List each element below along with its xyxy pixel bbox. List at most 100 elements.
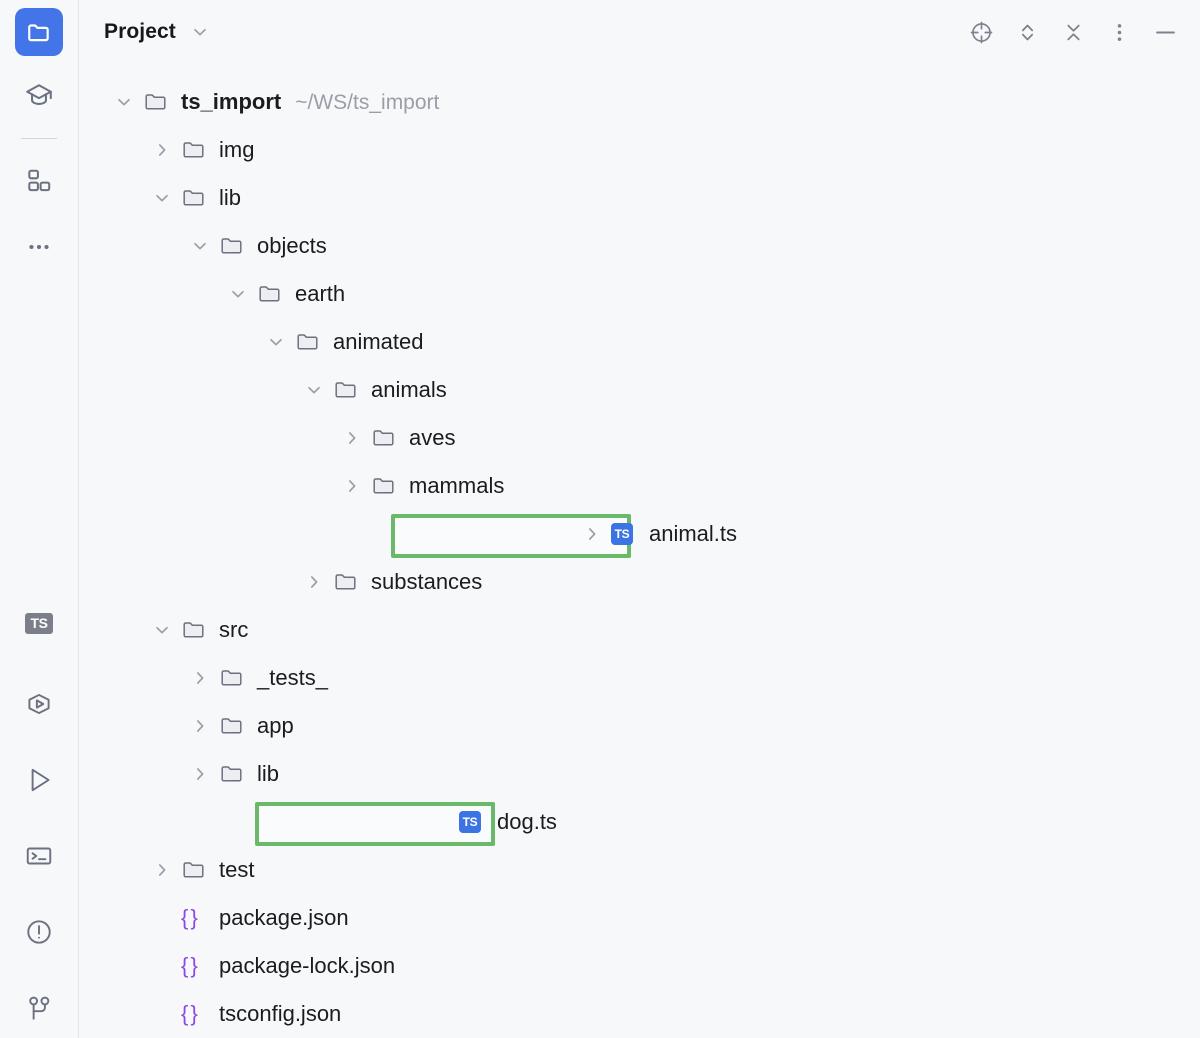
graduation-cap-icon <box>26 84 52 105</box>
tree-row-label: app <box>257 713 294 738</box>
sidebar-item-more-tool-windows[interactable] <box>15 223 63 271</box>
folder-icon-slot <box>181 137 211 163</box>
expand-collapse-button[interactable] <box>1010 15 1044 49</box>
play-icon <box>31 768 50 792</box>
tree-row[interactable]: substances <box>79 558 1200 606</box>
folder-icon-slot <box>371 425 401 451</box>
tree-row[interactable]: { } package.json <box>79 894 1200 942</box>
folder-icon-slot <box>219 713 249 739</box>
folder-icon-slot <box>181 185 211 211</box>
tree-row[interactable]: earth <box>79 270 1200 318</box>
expander-toggle[interactable] <box>333 477 371 495</box>
folder-icon <box>373 430 394 446</box>
tree-row[interactable]: objects <box>79 222 1200 270</box>
chevron-up-down-icon <box>1021 24 1033 40</box>
tree-row[interactable]: aves <box>79 414 1200 462</box>
tree-row[interactable]: lib <box>79 750 1200 798</box>
tree-row[interactable]: lib <box>79 174 1200 222</box>
highlight-box <box>255 802 495 846</box>
tree-row-label: ts_import <box>181 89 282 114</box>
chevron-right-icon <box>348 480 356 492</box>
tree-row[interactable]: TS dog.ts <box>79 798 1200 846</box>
crosshair-target-icon <box>970 21 992 43</box>
panel-toolbar <box>964 15 1182 49</box>
collapse-all-button[interactable] <box>1056 15 1090 49</box>
chevron-down-icon[interactable] <box>187 19 213 45</box>
folder-icon <box>335 574 356 590</box>
sidebar-item-typescript[interactable]: TS <box>15 599 63 647</box>
tree-row[interactable]: ts_import~/WS/ts_import <box>79 78 1200 126</box>
json-braces-icon: { } <box>181 953 198 978</box>
expander-toggle[interactable] <box>143 189 181 207</box>
expander-toggle[interactable] <box>181 669 219 687</box>
expander-toggle[interactable] <box>143 861 181 879</box>
expander-toggle[interactable] <box>295 573 333 591</box>
tree-row[interactable]: animated <box>79 318 1200 366</box>
select-opened-file-button[interactable] <box>964 15 998 49</box>
json-file-icon: { } <box>181 1003 211 1025</box>
folder-icon <box>259 286 280 302</box>
activity-bar: TS <box>0 0 79 1038</box>
tree-row[interactable]: test <box>79 846 1200 894</box>
sidebar-item-project[interactable] <box>15 8 63 56</box>
sidebar-item-learn[interactable] <box>15 72 63 120</box>
tree-row[interactable]: { } tsconfig.json <box>79 990 1200 1038</box>
folder-icon <box>335 382 356 398</box>
folder-icon <box>221 670 242 686</box>
sidebar-item-run-configurations[interactable] <box>15 680 63 728</box>
folder-icon-slot <box>219 761 249 787</box>
tree-row[interactable]: src <box>79 606 1200 654</box>
expander-toggle[interactable] <box>257 333 295 351</box>
expander-toggle[interactable] <box>181 765 219 783</box>
sidebar-item-structure[interactable] <box>15 157 63 205</box>
tree-row-label: dog.ts <box>497 809 557 834</box>
highlight-box <box>391 514 631 558</box>
tree-row-label: package.json <box>219 905 349 930</box>
expander-toggle[interactable] <box>105 93 143 111</box>
ts-badge-icon: TS <box>459 811 481 833</box>
tree-row[interactable]: mammals <box>79 462 1200 510</box>
sidebar-item-version-control[interactable] <box>15 984 63 1032</box>
hide-panel-button[interactable] <box>1148 15 1182 49</box>
options-menu-button[interactable] <box>1102 15 1136 49</box>
expander-toggle[interactable] <box>143 621 181 639</box>
project-panel: Project <box>79 0 1200 1038</box>
exclamation-circle-icon <box>27 920 51 944</box>
tree-row-label: tsconfig.json <box>219 1001 342 1026</box>
sidebar-item-run[interactable] <box>15 756 63 804</box>
expander-toggle[interactable] <box>333 429 371 447</box>
minimize-dash-icon <box>1155 31 1175 33</box>
expander-toggle[interactable] <box>181 717 219 735</box>
expander-toggle[interactable] <box>181 237 219 255</box>
tree-row-label: src <box>219 617 249 642</box>
terminal-icon <box>26 847 52 865</box>
chevron-down-icon <box>156 194 168 202</box>
chevron-right-icon <box>196 672 204 684</box>
tree-row[interactable]: img <box>79 126 1200 174</box>
expander-toggle[interactable] <box>573 525 611 543</box>
folder-icon <box>221 718 242 734</box>
tree-row[interactable]: animals <box>79 366 1200 414</box>
branch-icon <box>29 996 50 1020</box>
sidebar-item-problems[interactable] <box>15 908 63 956</box>
chevron-down-icon <box>118 98 130 106</box>
expander-toggle[interactable] <box>219 285 257 303</box>
vertical-dots-icon <box>1117 23 1121 41</box>
blocks-icon <box>28 169 51 192</box>
json-braces-icon: { } <box>181 905 198 930</box>
expander-toggle[interactable] <box>295 381 333 399</box>
tree-row[interactable]: { } package-lock.json <box>79 942 1200 990</box>
tree-row-label: mammals <box>409 473 505 498</box>
folder-icon <box>145 94 166 110</box>
chevron-down-icon <box>232 290 244 298</box>
tree-row[interactable]: app <box>79 702 1200 750</box>
tree-row[interactable]: _tests_ <box>79 654 1200 702</box>
sidebar-item-terminal[interactable] <box>15 832 63 880</box>
folder-icon <box>373 478 394 494</box>
ts-badge-icon: TS <box>25 612 53 634</box>
expander-toggle[interactable] <box>143 141 181 159</box>
tree-row-label: _tests_ <box>257 665 328 690</box>
tree-row-label: package-lock.json <box>219 953 396 978</box>
